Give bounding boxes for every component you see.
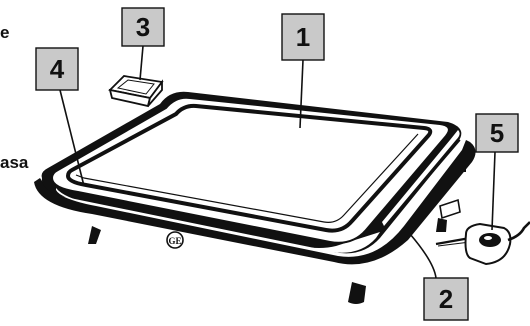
callout-5: 5 (475, 113, 519, 153)
callout-5-label: 5 (490, 118, 504, 148)
margin-text-middle: asa (0, 153, 29, 172)
margin-text-top: e (0, 23, 9, 42)
callout-1-label: 1 (296, 22, 310, 52)
callout-2-label: 2 (439, 284, 453, 314)
griddle-side-apron (382, 130, 460, 226)
griddle-leg-left (88, 226, 101, 244)
griddle-front-apron (56, 188, 380, 253)
leader-line-4 (59, 89, 85, 187)
side-handle (458, 158, 466, 172)
griddle-illustration: GE (34, 91, 476, 304)
svg-text:GE: GE (168, 236, 181, 246)
leader-line-3 (139, 45, 144, 81)
leader-line-5 (491, 151, 496, 231)
callout-3: 3 (121, 7, 165, 47)
griddle-leg-right (348, 282, 366, 304)
callout-4-label: 4 (50, 54, 65, 84)
griddle-base (34, 140, 476, 265)
callout-3-label: 3 (136, 12, 150, 42)
leader-line-1 (299, 59, 304, 129)
callout-1: 1 (281, 13, 325, 61)
cooking-surface (65, 103, 433, 233)
drip-tray-icon (108, 75, 164, 108)
leader-line-2 (409, 233, 437, 279)
probe-socket (439, 198, 461, 220)
grease-channel (389, 139, 461, 223)
griddle-leg-back (436, 218, 447, 232)
callout-2: 2 (423, 277, 469, 321)
temperature-control-icon (435, 221, 530, 266)
cooking-surface-inner-edge (75, 133, 419, 223)
ge-logo-icon: GE (166, 231, 184, 249)
callout-4: 4 (35, 47, 79, 91)
